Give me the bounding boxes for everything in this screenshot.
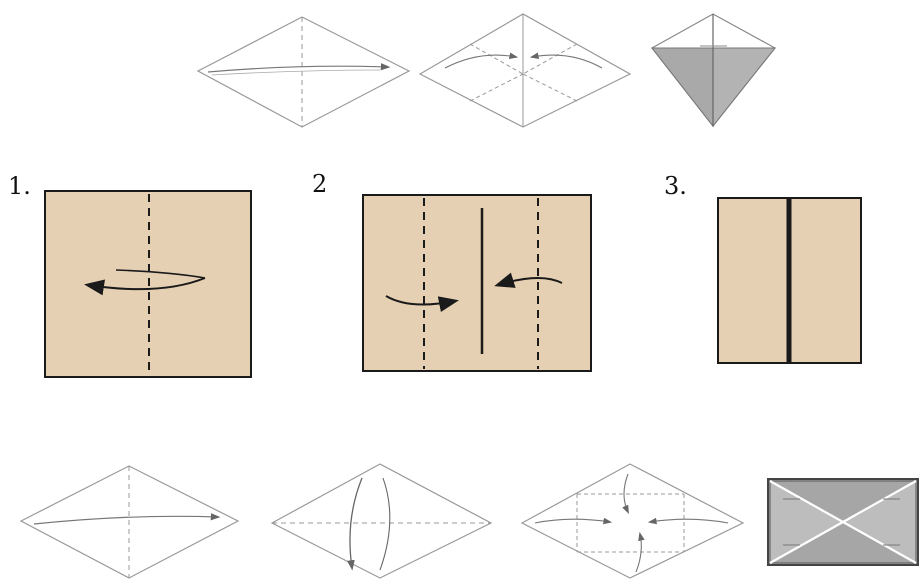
- top-diamond-1: [196, 16, 411, 128]
- step-3-folded-panel: [717, 197, 862, 364]
- step-1-square: [44, 190, 252, 378]
- bottom-diamond-2: [270, 463, 493, 579]
- top-kite-shaded: [650, 13, 777, 128]
- bottom-diamond-3: [520, 463, 745, 579]
- step-3-label: 3.: [664, 172, 687, 200]
- step-2-label: 2: [312, 170, 327, 198]
- top-diamond-2: [418, 13, 632, 128]
- step-1-label: 1.: [8, 172, 31, 200]
- bottom-diamond-1: [19, 465, 240, 579]
- bottom-envelope-result: [767, 478, 919, 566]
- step-2-rectangle: [362, 194, 592, 372]
